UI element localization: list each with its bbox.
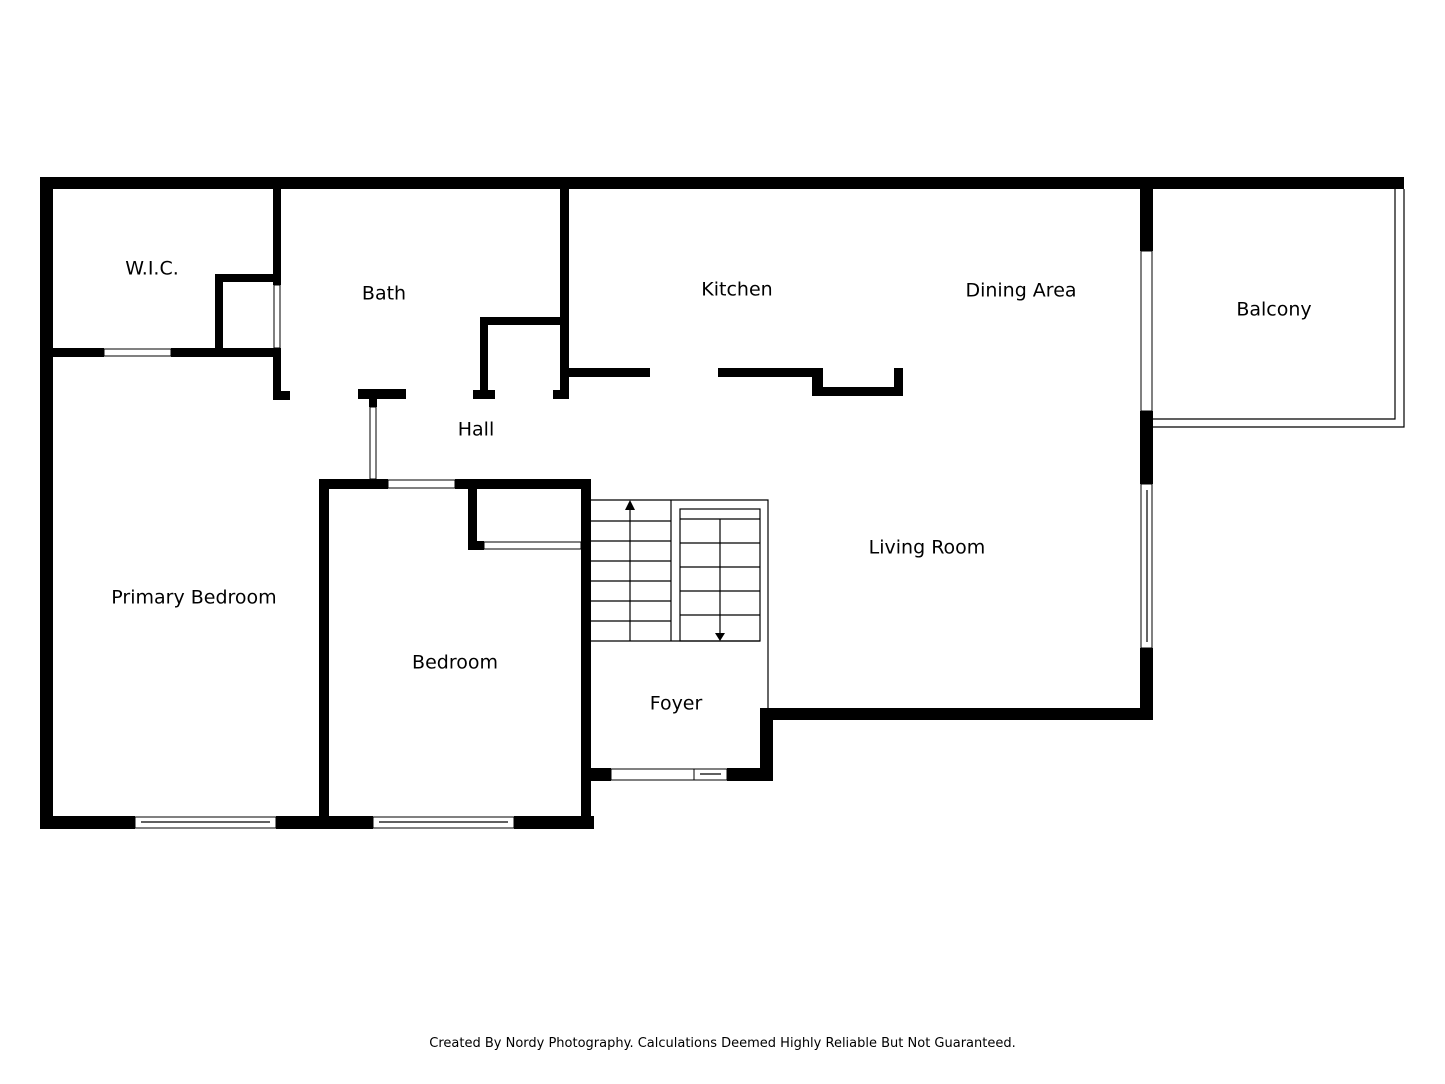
interior-walls — [53, 189, 903, 829]
room-label-balcony: Balcony — [1236, 299, 1311, 321]
room-label-living-room: Living Room — [869, 537, 986, 559]
footer-disclaimer: Created By Nordy Photography. Calculatio… — [429, 1036, 1016, 1051]
room-label-primary-bedroom: Primary Bedroom — [111, 587, 276, 609]
balcony-opening — [1140, 250, 1153, 412]
balcony-railing — [1153, 189, 1405, 428]
stairs-up-arrow-icon — [625, 500, 635, 510]
room-label-kitchen: Kitchen — [701, 279, 772, 301]
wic-bath-opening — [273, 284, 281, 349]
bedroom-door-opening — [387, 479, 456, 489]
room-label-dining-area: Dining Area — [965, 280, 1076, 302]
room-label-foyer: Foyer — [650, 693, 703, 715]
hall-opening — [369, 406, 377, 480]
stairs — [591, 499, 769, 708]
wic-door-opening — [103, 348, 172, 357]
room-label-hall: Hall — [458, 419, 495, 441]
room-label-bath: Bath — [362, 283, 406, 305]
windows — [103, 250, 1153, 829]
room-labels: W.I.C. Bath Kitchen Dining Area Balcony … — [111, 258, 1311, 715]
foyer-entry-opening — [610, 768, 695, 781]
room-label-bedroom: Bedroom — [412, 652, 498, 674]
room-label-wic: W.I.C. — [125, 258, 179, 280]
bedroom-closet-opening — [483, 541, 582, 550]
stairs-down-arrow-icon — [715, 633, 725, 641]
